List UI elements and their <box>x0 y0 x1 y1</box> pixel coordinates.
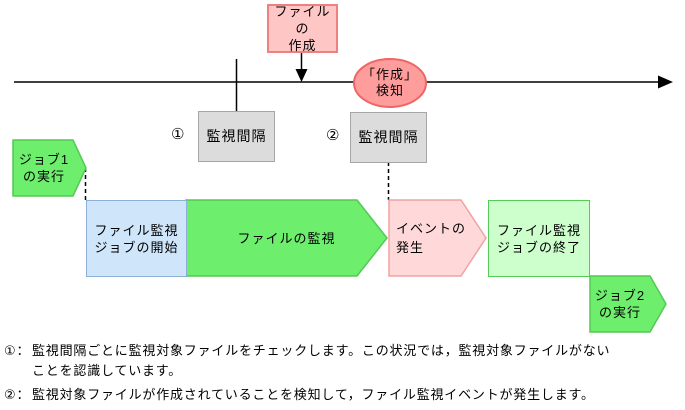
event-label: イベントの 発生 <box>396 221 467 255</box>
footnote-2: ②： 監視対象ファイルが作成されていることを検知して，ファイル監視イベントが発生… <box>4 385 680 405</box>
job2-shape <box>589 275 667 333</box>
file-monitor-label: ファイルの監視 <box>237 230 336 246</box>
detect-label: 「作成」 検知 <box>361 67 418 98</box>
footnote-2-marker: ②： <box>4 387 31 402</box>
job1-label: ジョブ1 の実行 <box>18 152 70 184</box>
job-end-box: ファイル監視 ジョブの終了 <box>488 200 590 277</box>
interval-box-2: 監視間隔 <box>350 112 427 163</box>
footnote-1-marker: ①： <box>4 343 31 358</box>
circled-number-2: ② <box>326 127 340 144</box>
footnote-2-text: 監視対象ファイルが作成されていることを検知して，ファイル監視イベントが発生します… <box>32 387 595 402</box>
interval-box-1: 監視間隔 <box>198 111 275 162</box>
job-start-box: ファイル監視 ジョブの開始 <box>86 200 187 277</box>
file-creation-box: ファイルの 作成 <box>267 4 338 53</box>
footnotes: ①： 監視間隔ごとに監視対象ファイルをチェックします。この状況では，監視対象ファ… <box>4 341 680 405</box>
job1-shape <box>12 139 87 197</box>
footnote-1-text: 監視間隔ごとに監視対象ファイルをチェックします。この状況では，監視対象ファイルが… <box>32 343 611 378</box>
detect-ellipse <box>353 58 427 108</box>
timeline-arrowhead <box>658 75 673 89</box>
file-creation-arrowhead <box>295 69 308 82</box>
circled-number-1: ① <box>171 126 185 143</box>
footnote-1: ①： 監視間隔ごとに監視対象ファイルをチェックします。この状況では，監視対象ファ… <box>4 341 680 381</box>
job2-label: ジョブ2 の実行 <box>594 288 646 320</box>
event-shape <box>388 199 487 277</box>
